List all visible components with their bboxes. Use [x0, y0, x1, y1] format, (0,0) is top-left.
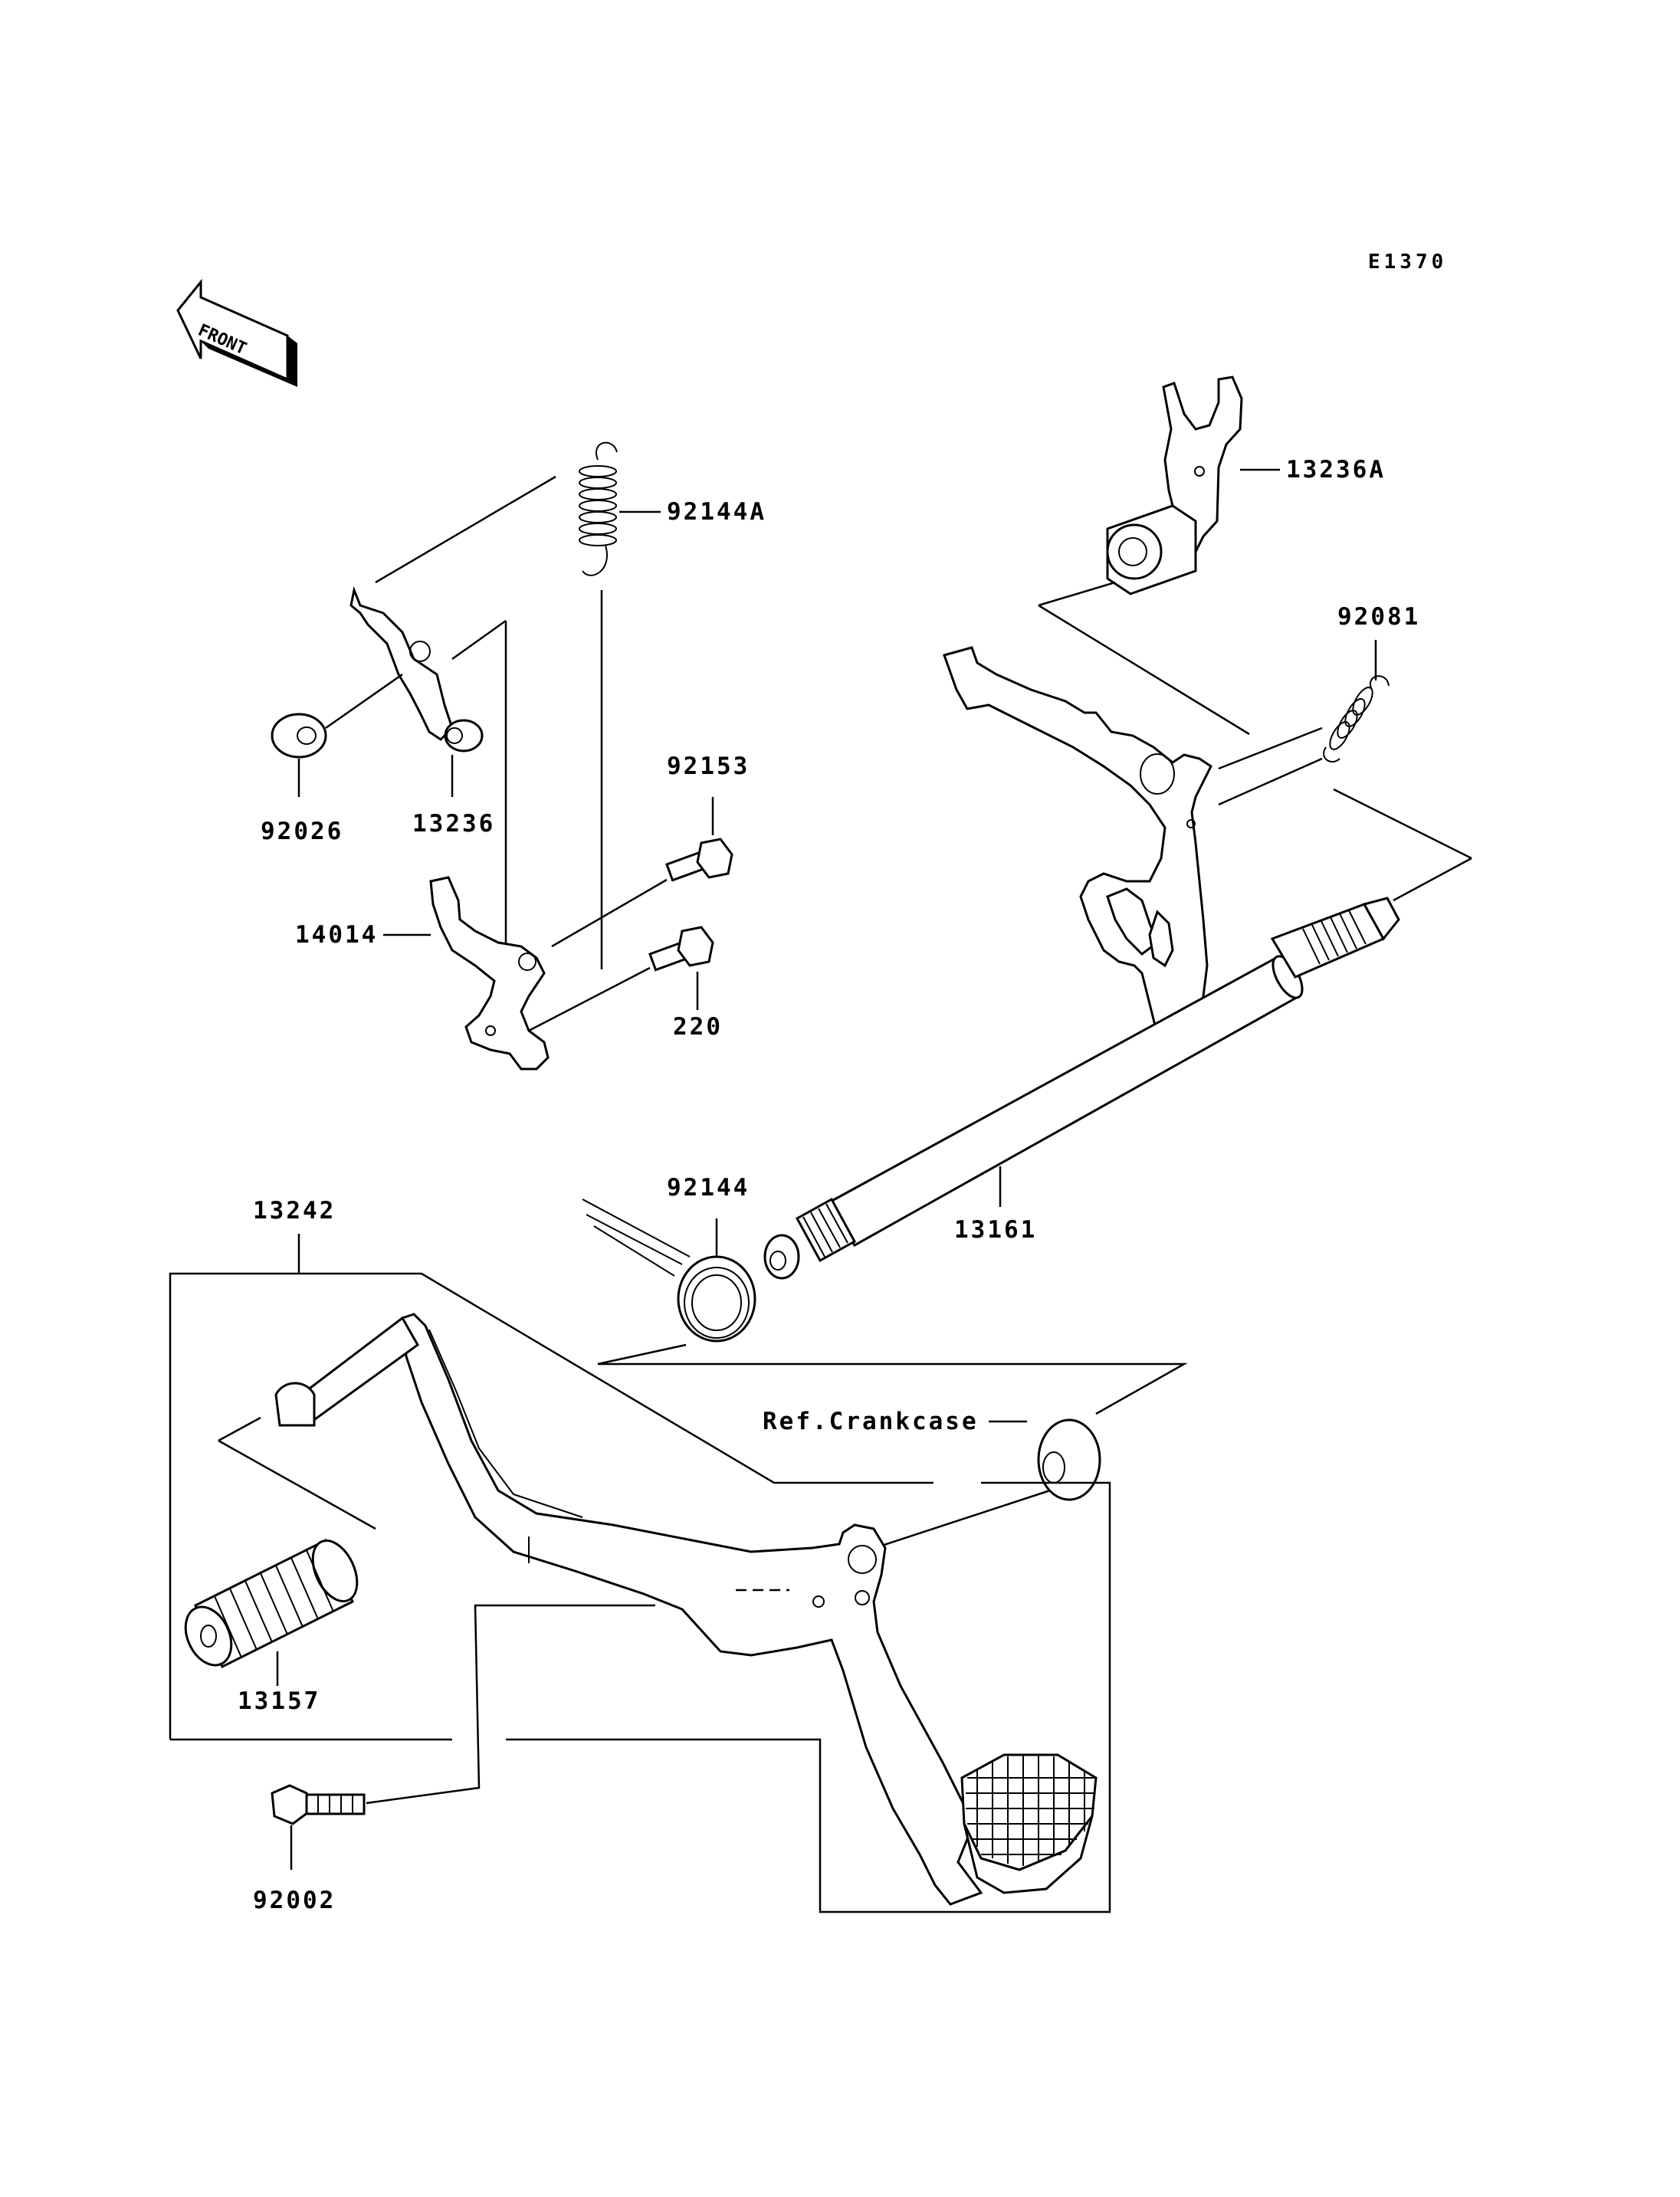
label-92144: 92144: [667, 1174, 750, 1202]
spring-92081-icon: [1323, 675, 1390, 762]
crankcase-washer-icon: [1037, 1418, 1101, 1501]
front-arrow-icon: FRONT: [176, 278, 297, 387]
shift-arm-icon: [943, 646, 1212, 1055]
shift-shaft-icon: [763, 897, 1400, 1280]
label-13242: 13242: [253, 1197, 336, 1225]
spring-92144a-icon: [579, 441, 618, 576]
shift-drum-icon: [1106, 504, 1197, 595]
label-92144a: 92144A: [667, 498, 766, 526]
diagram-code: E1370: [1368, 251, 1447, 274]
label-13236: 13236: [412, 810, 495, 838]
bolt-92153-icon: [665, 838, 733, 882]
label-92153: 92153: [667, 753, 750, 780]
shift-pedal-icon: [401, 1313, 983, 1906]
lever-14014-icon: [429, 876, 550, 1071]
label-13236a: 13236A: [1286, 456, 1386, 484]
label-92026: 92026: [261, 818, 343, 845]
pedal-rubber-pad-icon: [960, 1753, 1098, 1894]
return-spring-92144-icon: [582, 1199, 756, 1343]
label-92002: 92002: [253, 1887, 336, 1914]
ratchet-plate-icon: [349, 585, 454, 741]
label-14014: 14014: [295, 921, 378, 949]
label-92081: 92081: [1337, 603, 1420, 631]
label-13161: 13161: [954, 1216, 1037, 1244]
label-ref-crankcase: Ref.Crankcase: [763, 1408, 979, 1435]
roller-13236-icon: [444, 719, 484, 753]
bolt-92002-icon: [271, 1784, 366, 1825]
bolt-220-icon: [648, 926, 714, 972]
footpeg-rubber-13157-icon: [184, 1538, 359, 1669]
shift-fork-13236a-icon: [1162, 375, 1243, 553]
washer-92026-icon: [271, 713, 327, 759]
label-13157: 13157: [238, 1687, 320, 1715]
footpeg-pin-icon: [274, 1316, 419, 1428]
label-220: 220: [673, 1013, 723, 1041]
